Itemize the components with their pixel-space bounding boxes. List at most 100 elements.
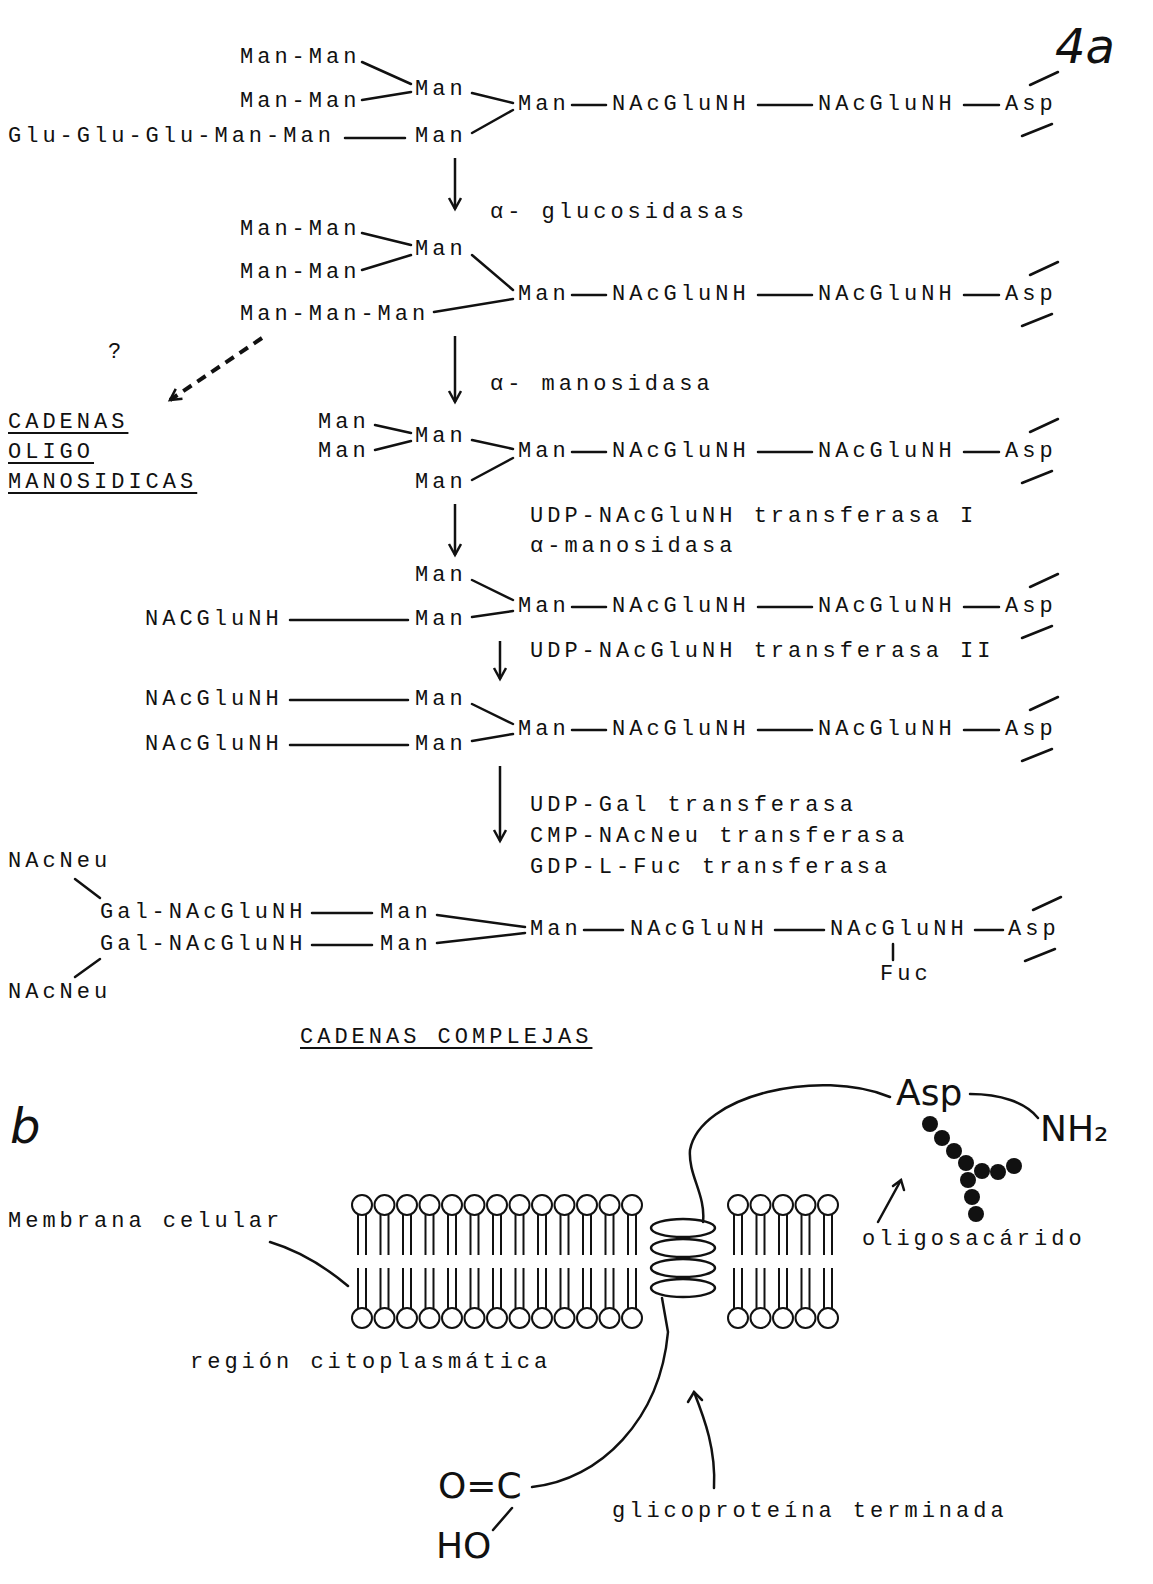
residue-label: NAcGluNH	[612, 92, 750, 118]
enzyme-label: UDP-Gal transferasa CMP-NAcNeu transfera…	[530, 790, 914, 883]
helix-loop	[651, 1279, 715, 1297]
residue-label: NAcGluNH	[612, 594, 750, 620]
bond-line	[758, 294, 812, 297]
reaction-arrow	[499, 766, 502, 841]
oligosaccharide-structure: ManManManManManNAcGluNHNAcGluNHAsp	[312, 404, 1063, 502]
residue-label: Asp	[1005, 717, 1057, 743]
residue-label: Man	[518, 92, 570, 118]
bond-line	[572, 294, 606, 297]
lipid-bilayer	[352, 1195, 838, 1328]
residue-label: NAcGluNH	[818, 92, 956, 118]
protein-chain	[970, 1094, 1038, 1118]
residue-label: NAcGluNH	[830, 917, 968, 943]
bond-line	[1030, 262, 1058, 275]
bond-line	[75, 879, 100, 898]
bond-line	[437, 933, 525, 943]
bond-line	[1033, 897, 1061, 910]
leader-arrow	[878, 1180, 901, 1222]
bond-line	[758, 606, 812, 609]
figure-number: b	[10, 1098, 40, 1154]
reaction-arrow	[454, 158, 457, 209]
residue-label: Man-Man	[240, 217, 360, 243]
bond-line	[290, 619, 408, 622]
bond-line	[758, 104, 812, 107]
bond-line	[434, 299, 513, 312]
residue-label: Asp	[896, 1072, 962, 1114]
arrowhead	[893, 1180, 904, 1190]
residue-label: NACGluNH	[145, 607, 283, 633]
carboxyl-label: O=C	[438, 1465, 522, 1507]
oligosaccharide-structure: Man-ManManMan-ManMan-Man-ManManNAcGluNHN…	[234, 211, 1063, 334]
residue-label: NAcGluNH	[145, 732, 283, 758]
residue-label: Man	[530, 917, 582, 943]
residue-label: Gal-NAcGluNH	[100, 932, 306, 958]
helix-loop	[651, 1259, 715, 1277]
bond-line	[375, 441, 411, 450]
residue-label: Asp	[1008, 917, 1060, 943]
bond-line	[1022, 471, 1052, 483]
reaction-arrow	[454, 336, 457, 402]
enzyme-label: UDP-NAcGluNH transferasa I α-manosidasa	[530, 502, 992, 562]
bond-line	[1022, 314, 1052, 326]
bond-line	[312, 944, 372, 947]
residue-label: Man	[518, 439, 570, 465]
residue-label: Asp	[1005, 594, 1057, 620]
question-mark: ?	[108, 340, 125, 366]
bond-line	[964, 729, 999, 732]
residue-label: Man-Man-Man	[240, 302, 429, 328]
bond-line	[472, 458, 513, 480]
bond-line	[362, 62, 411, 84]
residue-label: Man	[415, 424, 467, 450]
bond-line	[758, 451, 812, 454]
residue-label: NAcGluNH	[612, 439, 750, 465]
residue-label: Man	[415, 607, 467, 633]
helix-loop	[651, 1239, 715, 1257]
bond-line	[1025, 949, 1055, 961]
residue-label: NAcNeu	[8, 849, 111, 875]
protein-chain	[690, 1085, 890, 1222]
residue-label: Man	[415, 470, 467, 496]
bond-line	[964, 104, 999, 107]
bond-line	[362, 92, 411, 100]
residue-label: Man	[518, 594, 570, 620]
bond-line	[1030, 419, 1058, 432]
bond-line	[892, 944, 895, 960]
arrowhead	[688, 1392, 702, 1402]
leader-line	[270, 1242, 348, 1286]
residue-label: NAcGluNH	[612, 282, 750, 308]
residue-label: NAcGluNH	[145, 687, 283, 713]
bond-line	[345, 137, 405, 140]
residue-label: Man	[518, 282, 570, 308]
residue-label: Man	[415, 124, 467, 150]
bond-line	[1030, 697, 1058, 710]
bond-line	[1022, 124, 1052, 136]
bond-line	[1030, 574, 1058, 587]
part-label: glicoproteína terminada	[612, 1499, 1008, 1525]
oligosaccharide-structure: Man-ManMan-ManManGlu-Glu-Glu-Man-ManManM…	[2, 39, 1063, 156]
bond-line	[375, 425, 411, 433]
bond-line	[75, 959, 100, 977]
part-label: región citoplasmática	[190, 1350, 551, 1376]
bond-line	[472, 704, 513, 724]
bond-line	[312, 912, 372, 915]
residue-label: NAcGluNH	[612, 717, 750, 743]
residue-label: Fuc	[880, 962, 932, 988]
enzyme-label: UDP-NAcGluNH transferasa II	[530, 639, 994, 665]
bond-line	[572, 606, 606, 609]
residue-label: Glu-Glu-Glu-Man-Man	[8, 124, 335, 150]
residue-label: Man	[518, 717, 570, 743]
bond-line	[584, 929, 623, 932]
bond-line	[362, 233, 411, 245]
residue-label: Man	[415, 687, 467, 713]
bond-line	[964, 451, 999, 454]
oligosaccharide-structure: ManNACGluNHManManNAcGluNHNAcGluNHAsp	[139, 557, 1063, 639]
bond-line	[290, 744, 408, 747]
reaction-arrow	[454, 504, 457, 555]
reaction-arrow	[499, 641, 502, 679]
bond-line	[1022, 749, 1052, 761]
bond-line	[975, 929, 1003, 932]
helix-loop	[651, 1219, 715, 1237]
